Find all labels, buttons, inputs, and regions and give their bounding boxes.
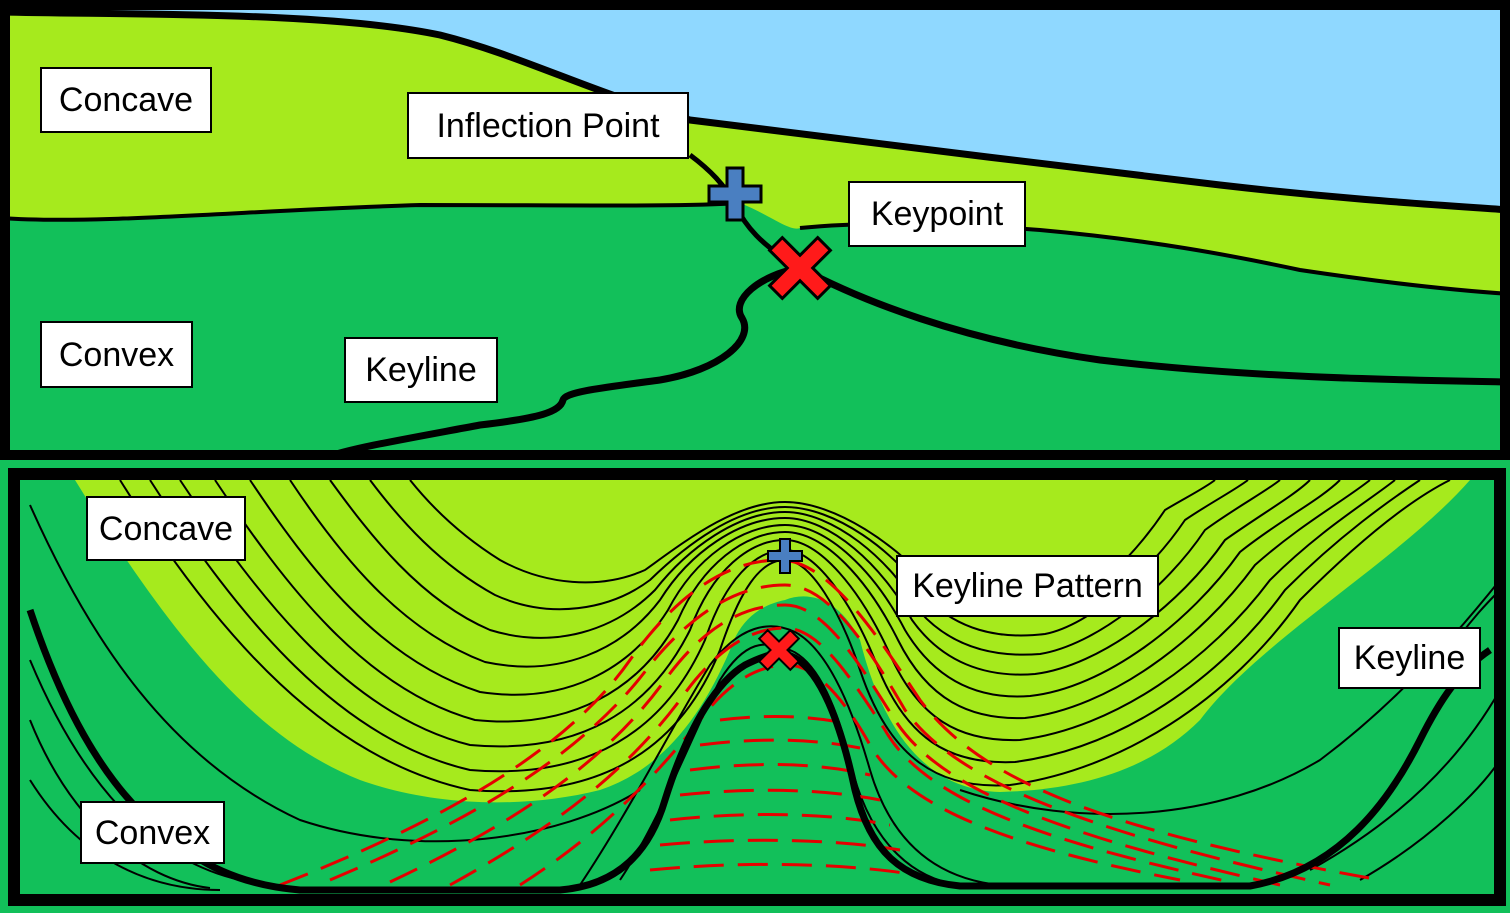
plus-icon <box>707 166 763 222</box>
profile-panel <box>0 0 1510 460</box>
ground-surface-line <box>0 8 1510 214</box>
keyline-pattern-label: Keyline Pattern <box>896 555 1159 617</box>
convex-label: Convex <box>80 801 225 864</box>
cross-icon <box>767 235 833 301</box>
contour-panel <box>0 460 1510 913</box>
contour-panel-frame <box>8 468 1506 906</box>
keypoint-label: Keypoint <box>848 181 1026 247</box>
convex-label: Convex <box>40 321 193 388</box>
inflection-point-label: Inflection Point <box>407 92 689 159</box>
ridge-line <box>798 264 1510 386</box>
concave-label: Concave <box>86 496 246 561</box>
concave-label: Concave <box>40 67 212 133</box>
cross-icon <box>757 628 801 672</box>
keyline-label: Keyline <box>344 337 498 403</box>
keyline-curve <box>318 264 801 460</box>
concave-convex-boundary <box>0 201 741 222</box>
plus-icon <box>767 538 803 574</box>
keyline-label: Keyline <box>1338 627 1481 689</box>
profile-panel-frame <box>0 0 1510 460</box>
